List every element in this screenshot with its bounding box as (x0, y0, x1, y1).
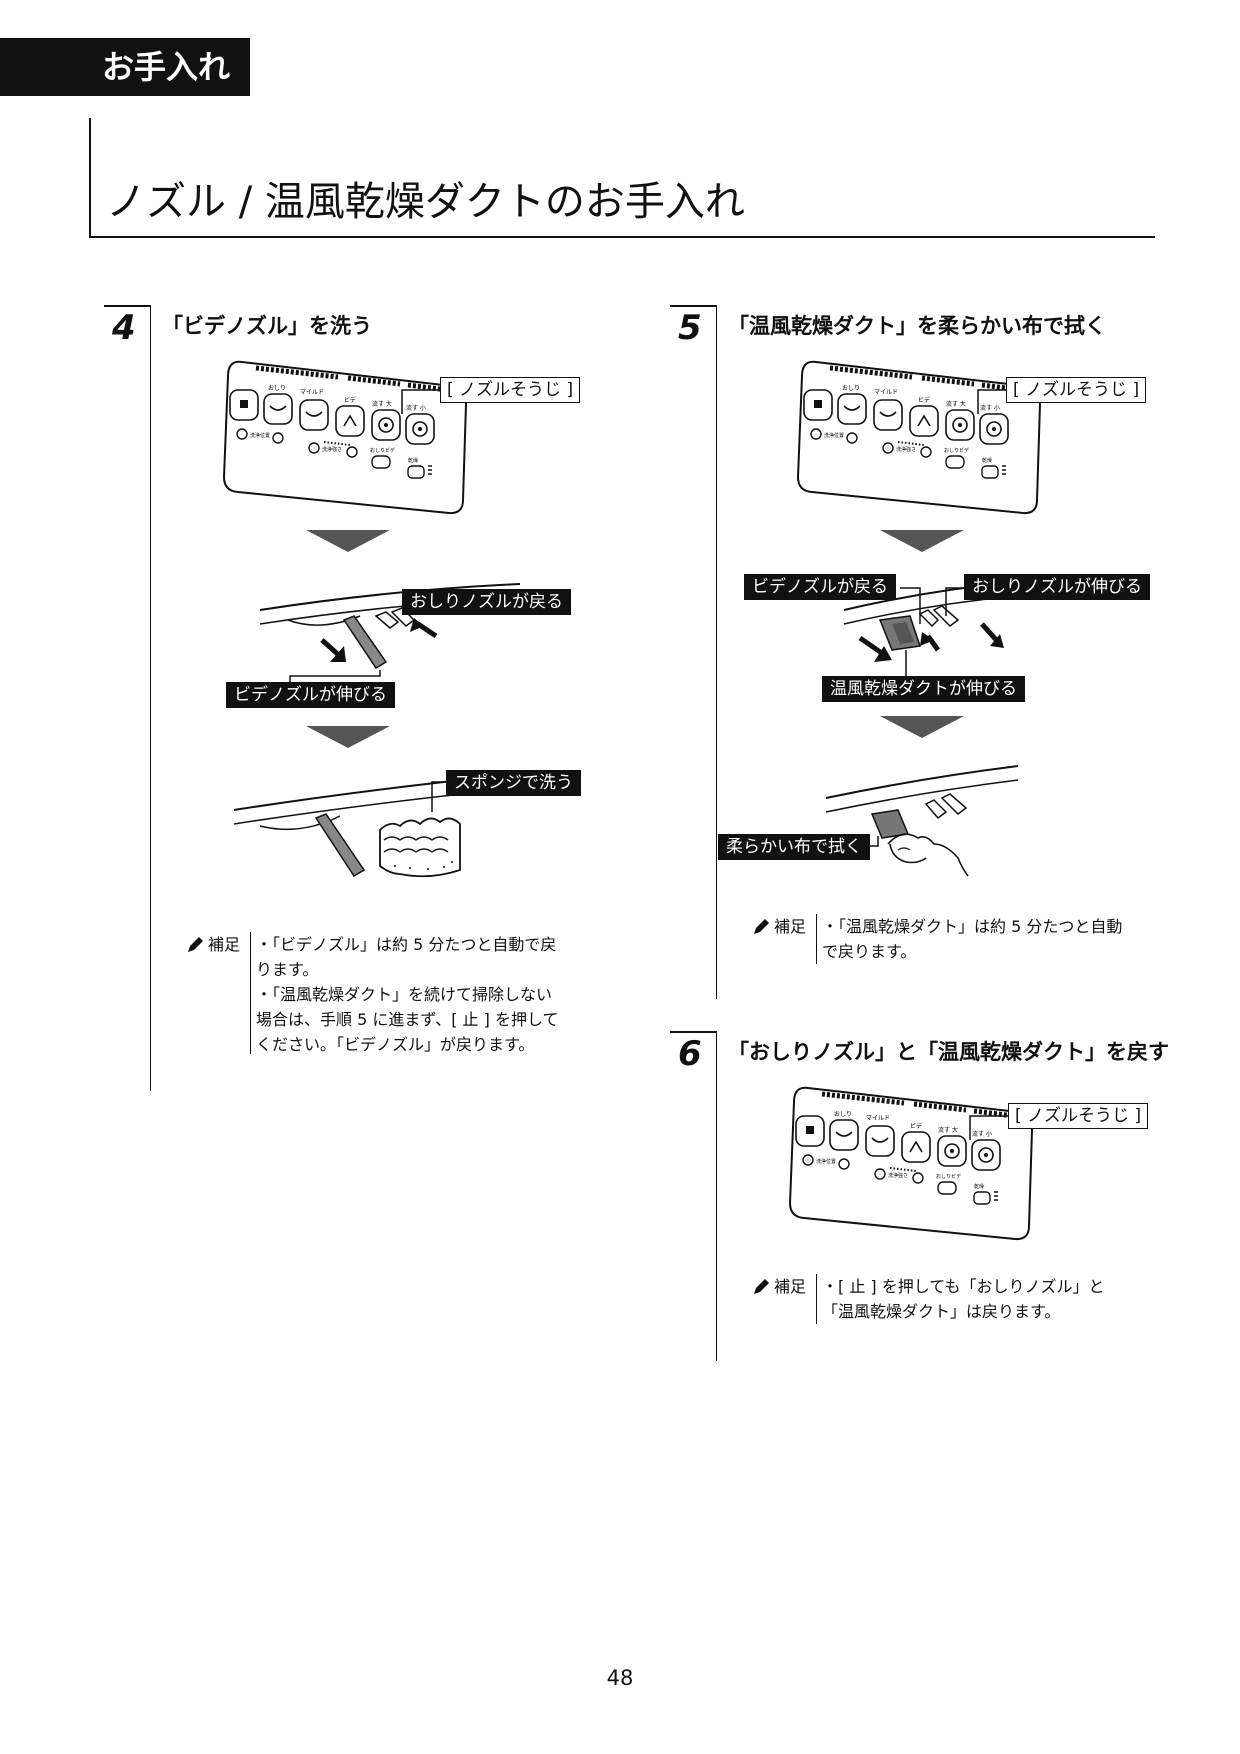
step-4-vertical-rule (150, 305, 151, 1091)
pencil-icon (754, 919, 769, 934)
step-6-rule (670, 1031, 716, 1033)
down-arrow-icon (880, 530, 964, 552)
page-number: 48 (606, 1666, 634, 1690)
panel-leader-line (977, 389, 1016, 414)
callout-duct-extend: 温風乾燥ダクトが伸びる (822, 676, 1025, 702)
step-4-title: 「ビデノズル」を洗う (162, 314, 372, 338)
leader-line (945, 587, 966, 616)
section-tag: お手入れ (0, 38, 250, 96)
note-bar (816, 914, 817, 964)
nozzle-clean-label: [ ノズルそうじ ] (1006, 377, 1147, 403)
title-horizontal-rule (89, 236, 1155, 238)
callout-sponge-wash: スポンジで洗う (446, 770, 581, 796)
step-5-title: 「温風乾燥ダクト」を柔らかい布で拭く (728, 314, 1106, 338)
callout-oshiri-extend: おしりノズルが伸びる (964, 574, 1150, 600)
callout-cloth-wipe: 柔らかい布で拭く (718, 834, 870, 860)
note-bar (816, 1274, 817, 1324)
note-text-4: ・[ 止 ] を押しても「おしりノズル」と「温風乾燥ダクト」は戻ります。 (822, 1277, 1105, 1321)
down-arrow-icon (880, 716, 964, 738)
nozzle-clean-label: [ ノズルそうじ ] (440, 377, 581, 403)
page-title: ノズル / 温風乾燥ダクトのお手入れ (106, 179, 745, 225)
note-bar (250, 932, 251, 1054)
step-6-number: 6 (678, 1034, 702, 1074)
note-text-3: ・「温風乾燥ダクト」は約 5 分たつと自動で戻ります。 (822, 917, 1123, 961)
note-label: 補足 (774, 1277, 807, 1296)
step-6-title: 「おしりノズル」と「温風乾燥ダクト」を戻す (728, 1040, 1169, 1064)
callout-bidet-extend: ビデノズルが伸びる (226, 682, 395, 708)
step-4-rule (104, 305, 150, 307)
panel-leader-line (401, 389, 440, 414)
leader-line (900, 587, 921, 624)
callout-oshiri-return: おしりノズルが戻る (402, 589, 571, 615)
step-5-number: 5 (678, 308, 702, 348)
step-6-vertical-rule (716, 1031, 717, 1361)
nozzle-clean-label: [ ノズルそうじ ] (1008, 1103, 1149, 1129)
note-label: 補足 (208, 935, 241, 954)
title-vertical-rule (89, 118, 91, 238)
note-text-1: ・「ビデノズル」は約 5 分たつと自動で戻ります。 (256, 935, 557, 979)
panel-leader-line (969, 1115, 1008, 1140)
step-5-rule (670, 305, 716, 307)
note-label: 補足 (774, 917, 807, 936)
step-4-number: 4 (112, 308, 136, 348)
step-5-vertical-rule (716, 305, 717, 999)
note-text-2: ・「温風乾燥ダクト」を続けて掃除しない場合は、手順 5 に進まず、[ 止 ] を… (256, 985, 559, 1054)
callout-bidet-return: ビデノズルが戻る (744, 574, 896, 600)
down-arrow-icon (306, 530, 390, 552)
down-arrow-icon (306, 726, 390, 748)
cloth-illustration (825, 765, 1019, 877)
pencil-icon (188, 937, 203, 952)
pencil-icon (754, 1279, 769, 1294)
